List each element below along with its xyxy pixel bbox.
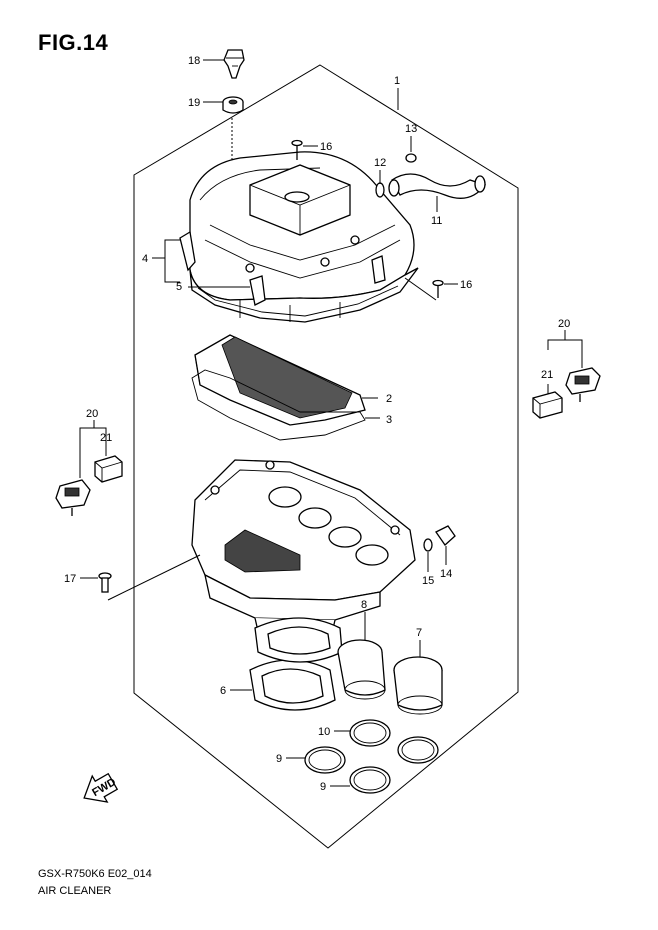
part-10-clamp [349, 719, 439, 764]
part-7-funnel [393, 656, 443, 715]
callout-15: 15 [422, 575, 434, 587]
part-3-seal [191, 369, 366, 441]
part-20-sensor-left [55, 479, 91, 516]
callout-14: 14 [440, 568, 452, 580]
part-20-sensor-right [565, 367, 601, 402]
part-8-funnel [337, 639, 386, 700]
callout-17: 17 [64, 573, 76, 585]
part-11-hose [388, 173, 487, 199]
leader-lines [79, 59, 583, 787]
callout-10: 10 [318, 726, 330, 738]
figure-title: FIG.14 [38, 30, 109, 55]
callout-19: 19 [188, 97, 200, 109]
callout-3: 3 [386, 414, 392, 426]
callout-2: 2 [386, 393, 392, 405]
part-14-plug [435, 525, 456, 546]
part-21-cover-left [94, 455, 123, 483]
part-2-filter-element [194, 334, 366, 426]
duct-seal [254, 617, 343, 663]
callout-13: 13 [405, 123, 417, 135]
callout-6: 6 [220, 685, 226, 697]
part-16-screw-top [291, 139, 303, 160]
part-13-clamp [405, 153, 417, 163]
callout-7: 7 [416, 627, 422, 639]
part-15-clip [423, 538, 433, 552]
callout-12: 12 [374, 157, 386, 169]
diagram-code: GSX-R750K6 E02_014 [38, 868, 152, 880]
part-19-grommet [222, 96, 244, 114]
part-9-clamp [304, 746, 391, 794]
assembly-boundary [133, 64, 519, 849]
callout-20-left: 20 [86, 408, 98, 420]
callout-16-top: 16 [320, 141, 332, 153]
callout-11: 11 [431, 215, 442, 227]
forward-direction-arrow: FWD [83, 772, 119, 803]
callout-16-side: 16 [460, 279, 472, 291]
callout-8: 8 [361, 599, 367, 611]
callout-20-right: 20 [558, 318, 570, 330]
part-1-cleaner-cap [179, 151, 419, 323]
callout-18: 18 [188, 55, 200, 67]
part-17-bolt [98, 572, 112, 593]
part-18-bolt [223, 49, 245, 79]
callout-4: 4 [142, 253, 148, 265]
air-cleaner-case [191, 459, 416, 643]
part-12-clamp [375, 182, 385, 198]
callout-9a: 9 [276, 753, 282, 765]
callout-5: 5 [176, 281, 182, 293]
part-6-seal [249, 659, 336, 711]
diagram-name: AIR CLEANER [38, 885, 112, 897]
callout-21-left: 21 [100, 432, 112, 444]
part-21-cover-right [532, 391, 563, 419]
part-16-screw-side [432, 279, 444, 298]
callout-21-right: 21 [541, 369, 553, 381]
callout-9b: 9 [320, 781, 326, 793]
callout-1: 1 [394, 75, 400, 87]
